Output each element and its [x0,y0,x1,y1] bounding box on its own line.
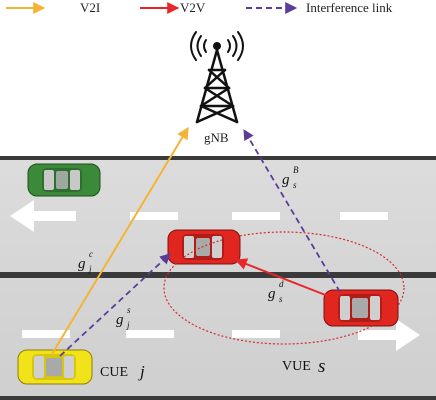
lane-mark [340,212,388,220]
label-base: g [116,312,124,328]
cue-label: CUE j [100,362,145,381]
legend-v2v: V2V [140,0,206,15]
lane-mark [22,330,70,338]
lane-mark [126,330,174,338]
v2v-link [234,258,329,297]
legend-v2i: V2I [6,0,100,15]
label-sup: B [293,165,299,175]
v2i-link [51,126,189,355]
label-g-s-B: g B s [282,165,299,190]
label-g-j-c: g c j [78,249,93,274]
lane-mark [232,212,280,220]
vue-label-text: VUE [282,359,311,374]
vue-label: VUE s [282,356,325,377]
legend: V2I V2V Interference link [6,0,393,15]
label-g-s-d: g d s [268,279,284,304]
label-sup: d [279,279,284,289]
gnb-label: gNB [204,130,229,145]
green-car [27,163,101,197]
label-sub: s [293,180,297,190]
vue-receiver-car [167,229,241,265]
interference-link-cue-to-vue [59,253,171,357]
label-sub: j [88,264,92,274]
vue-transmitter-car [323,289,399,327]
arrow-right-icon [358,319,420,351]
label-base: g [282,172,290,188]
label-base: g [78,256,86,272]
label-g-j-s: g s j [116,305,131,330]
label-sub: j [126,320,130,330]
label-sup: c [89,249,93,259]
label-base: g [268,286,276,302]
label-sup: s [127,305,131,315]
interference-link-vue-to-gnb [243,129,341,293]
legend-v2v-label: V2V [180,0,206,15]
vue-label-index: s [318,356,325,377]
legend-interference: Interference link [246,0,393,15]
cue-label-index: j [138,362,145,381]
legend-interference-label: Interference link [306,0,393,15]
cue-car [17,349,93,385]
road-top-edge [0,156,436,160]
vue-pair-ellipse [163,231,405,345]
arrow-left-icon [10,200,76,232]
label-sub: s [279,294,283,304]
road-median [0,272,436,278]
road-bottom-edge [0,396,436,400]
cell-tower-icon [190,31,244,124]
lane-mark [130,212,178,220]
legend-v2i-label: V2I [80,0,100,15]
cue-label-text: CUE [100,365,128,380]
lane-mark [232,330,280,338]
